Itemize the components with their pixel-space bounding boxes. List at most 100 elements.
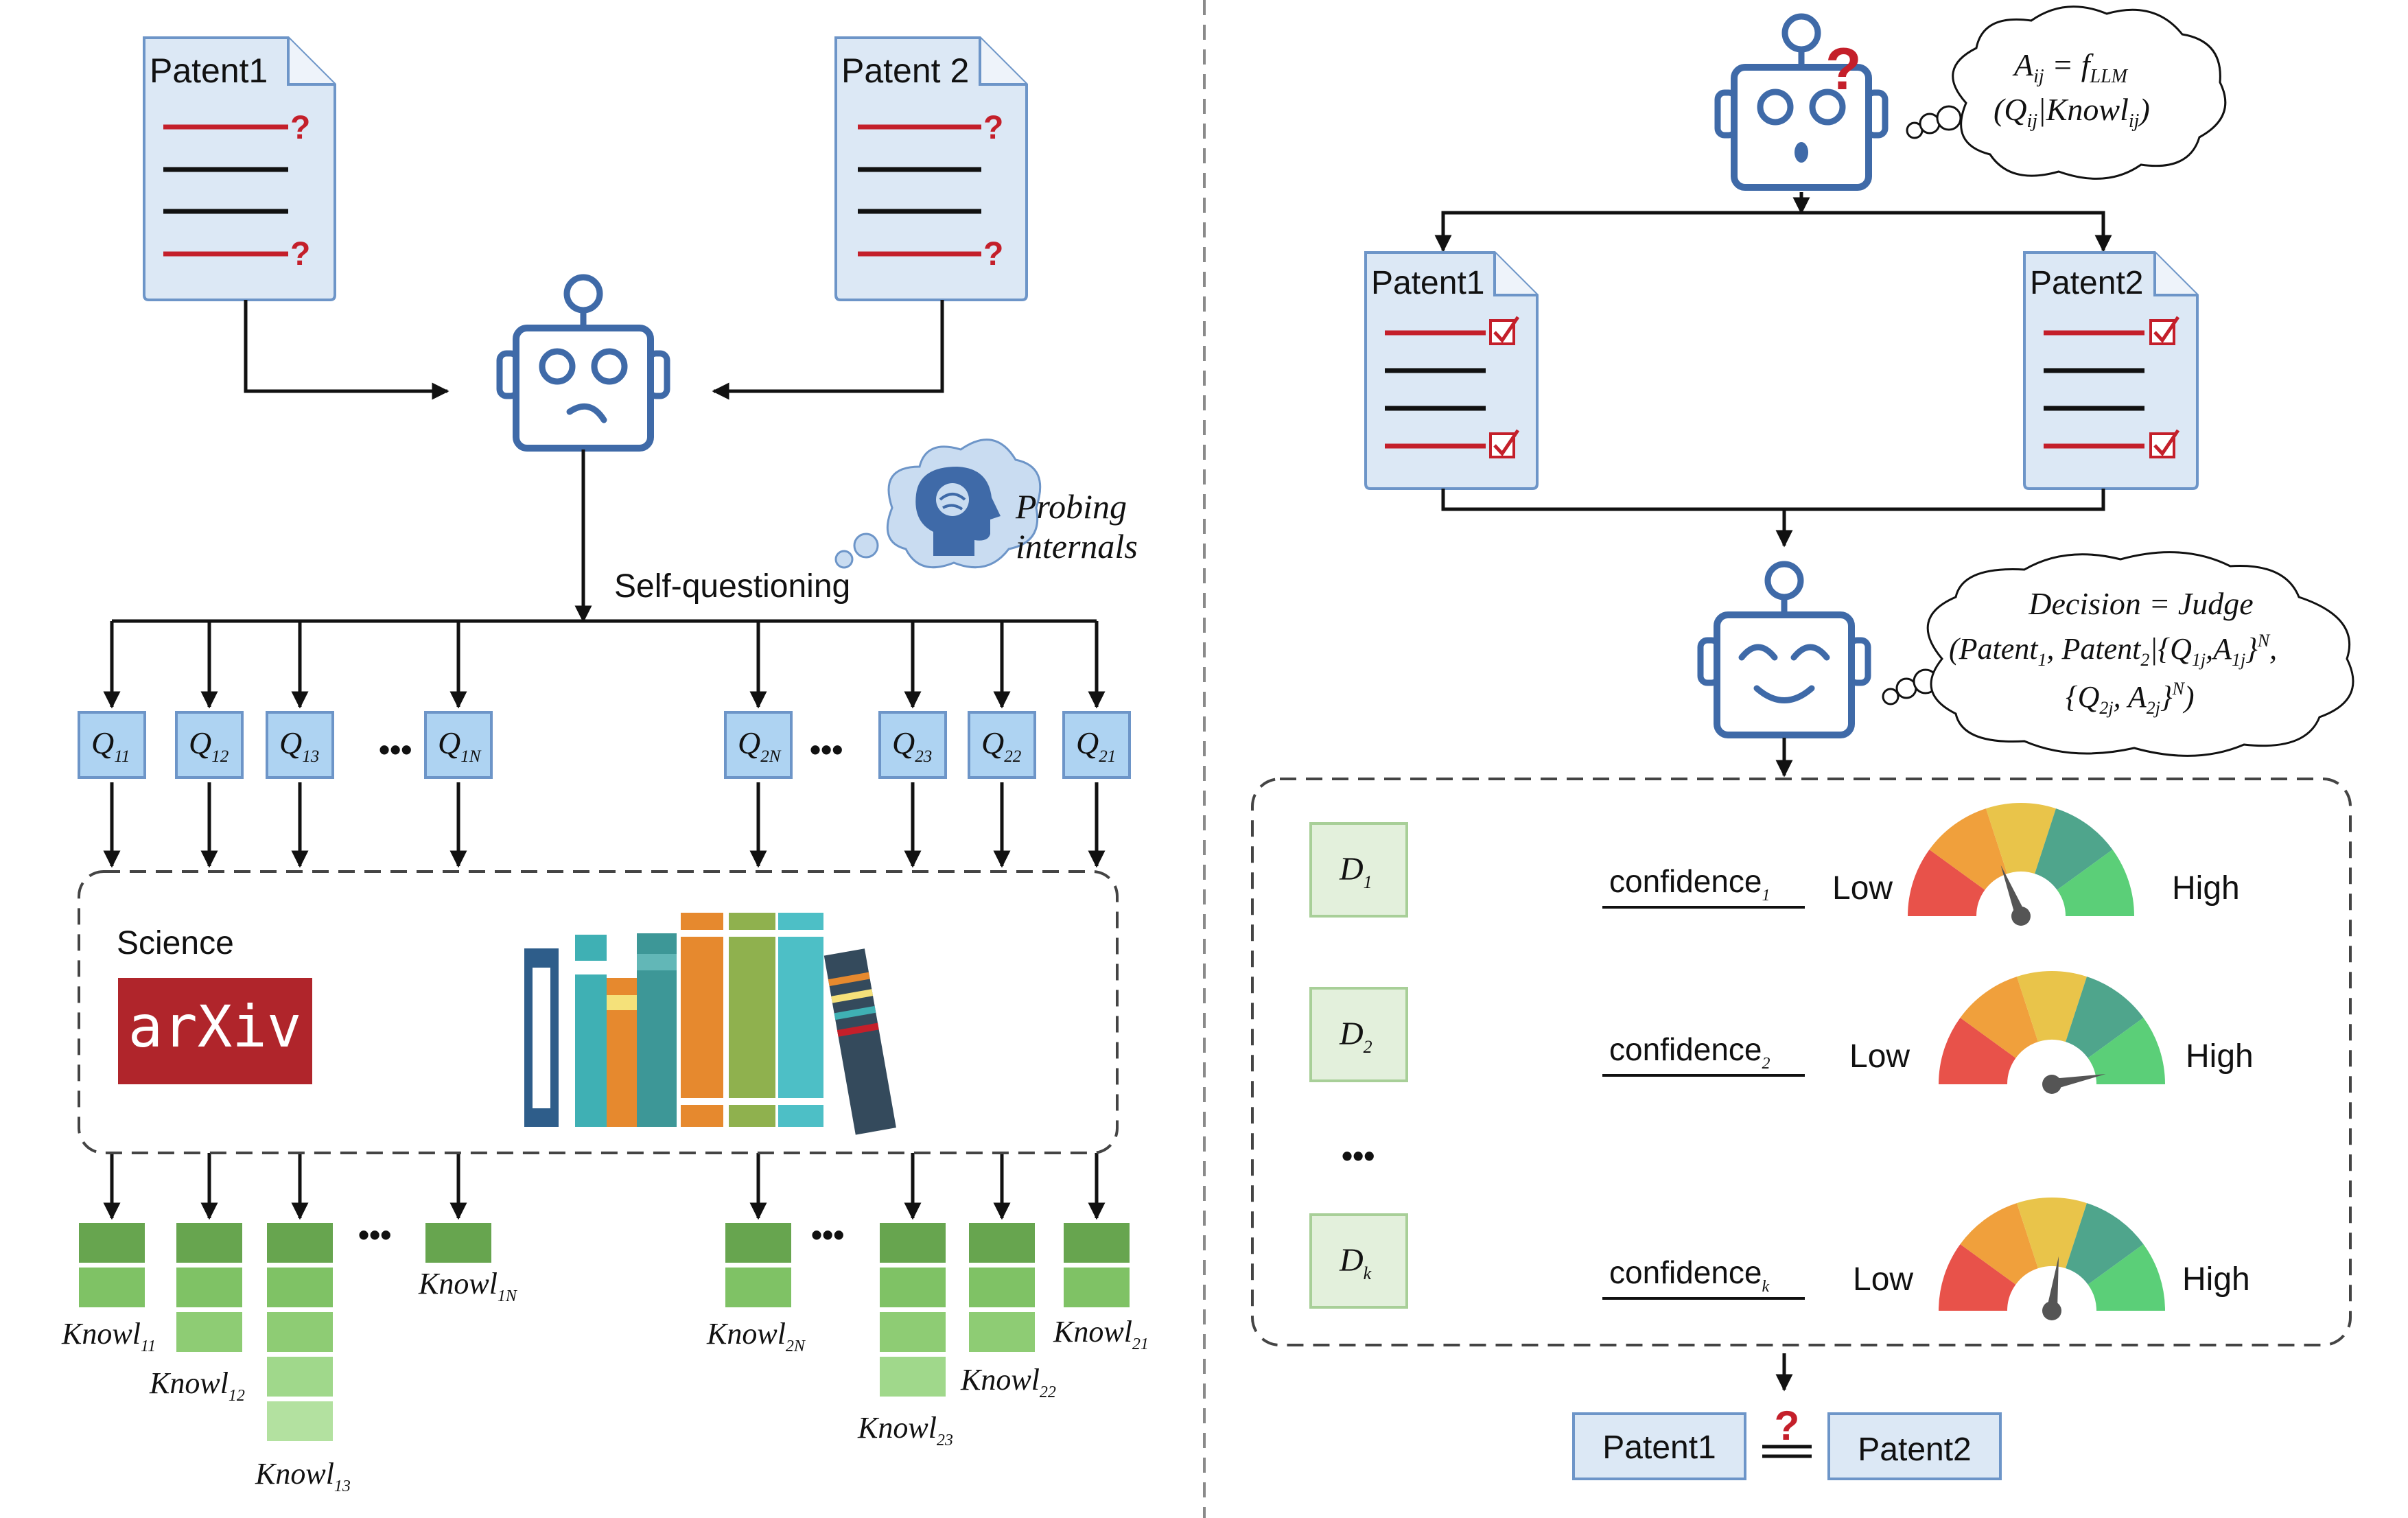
ellipsis: ••• [358,1217,391,1252]
question-mark: ? [1775,1403,1800,1449]
knowledge-label: Knowl1N [418,1267,518,1305]
gauge-needle [2046,1256,2059,1312]
probing-label-line2: internals [1016,527,1138,565]
decision-formula-line1: Decision = Judge [2028,586,2253,621]
books-icon [524,913,896,1135]
knowledge-label: Knowl12 [149,1366,245,1405]
arrow [712,300,944,400]
right-patent1-label: Patent1 [1371,265,1484,301]
knowledge-block [880,1268,946,1307]
confidence-label: confidence2 [1609,1031,1770,1073]
answer-formula-line2: (Qij|Knowlij) [1994,92,2150,132]
gauge-segment [2057,850,2134,916]
ellipsis: ••• [810,732,843,767]
question-mark: ? [290,236,310,272]
gauge-needle [2000,865,2026,918]
low-label: Low [1853,1261,1913,1298]
knowledge-block [1064,1223,1130,1263]
judge-robot-icon [1700,564,1868,735]
question-label: Q2N [738,725,782,766]
confidence-label: confidencek [1609,1254,1770,1296]
question-label: Q13 [279,725,319,766]
high-label: High [2186,1038,2254,1075]
decision-box [1309,987,1408,1082]
knowledge-block [1064,1268,1130,1307]
arxiv-logo: arXiv [118,978,312,1084]
question-box [1062,711,1131,779]
confused-robot-icon [500,277,667,448]
knowledge-block [880,1223,946,1263]
high-label: High [2172,870,2240,907]
knowledge-block [880,1312,946,1352]
decision-box [1309,822,1408,918]
bottom-patent2-box [1827,1412,2002,1480]
gauge-segment [2088,1018,2165,1084]
knowledge-block [79,1268,145,1307]
knowledge-stacks: Knowl11Knowl12Knowl13Knowl1NKnowl2NKnowl… [61,1223,1149,1495]
knowledge-block [880,1357,946,1397]
science-label: Science [117,925,234,961]
gauge-segment [2088,1244,2165,1311]
left-patent1-doc: Patent1 ? ? [143,36,336,301]
right-patent2-doc: Patent2 [2023,251,2199,490]
gauge-hub [2042,1075,2061,1094]
gauge-segment [2035,808,2113,890]
split-connector [1441,211,2105,240]
ellipsis: ••• [1342,1138,1375,1173]
low-label: Low [1849,1038,1910,1075]
decision-label: Dk [1339,1242,1372,1283]
question-box [878,711,947,779]
question-label: Q23 [892,725,932,766]
gauge-segment [2066,977,2144,1058]
knowledge-block [425,1223,491,1263]
low-label: Low [1832,870,1893,907]
question-label: Q22 [981,725,1021,766]
gauge-segment [1908,850,1985,916]
right-patent1-doc: Patent1 [1364,251,1539,490]
decision-thought-cloud [1882,551,2354,757]
left-patent2-label: Patent 2 [841,51,969,90]
decision-formula-line2: (Patent1, Patent2|{Q1j,A1j}N, [1949,631,2277,670]
knowledge-label: Knowl22 [960,1363,1056,1401]
question-box [724,711,793,779]
svg-text:arXiv: arXiv [128,993,302,1060]
confidence-label: confidence1 [1609,863,1770,904]
gauge-needle [2050,1074,2106,1090]
question-box [424,711,493,779]
question-box [266,711,334,779]
high-label: High [2182,1261,2250,1298]
gauge-hub [2042,1301,2061,1320]
question-label: Q12 [189,725,229,766]
knowledge-label: Knowl11 [61,1317,156,1355]
knowledge-block [725,1223,791,1263]
question-box [968,711,1036,779]
left-patent2-doc: Patent 2 ? ? [834,36,1028,301]
gauge-segment [1929,808,2007,890]
gauge-segment [2017,1197,2087,1269]
knowledge-block [725,1268,791,1307]
bottom-patent1-box [1572,1412,1746,1480]
knowledge-block [176,1223,242,1263]
gauge-segment [1960,977,2038,1058]
question-label: Q11 [91,725,130,766]
gauge-segment [1939,1244,2016,1311]
knowledge-block [267,1312,333,1352]
left-patent1-label: Patent1 [150,51,268,90]
question-box [175,711,244,779]
answer-thought-cloud [1906,5,2227,180]
brain-icon [939,493,966,511]
knowledge-block [267,1357,333,1397]
ellipsis: ••• [811,1217,844,1252]
right-patent2-label: Patent2 [2030,265,2143,301]
merge-connector [1441,489,2105,511]
knowledge-block [176,1268,242,1307]
knowledge-block [79,1223,145,1263]
probing-thought-cloud [834,439,1042,569]
knowledge-block [969,1223,1035,1263]
knowledge-label: Knowl23 [857,1411,953,1449]
knowledge-label: Knowl21 [1053,1315,1149,1353]
question-mark: ? [983,236,1003,272]
question-box [78,711,146,779]
decision-box [1309,1213,1408,1309]
arrow [244,300,449,400]
